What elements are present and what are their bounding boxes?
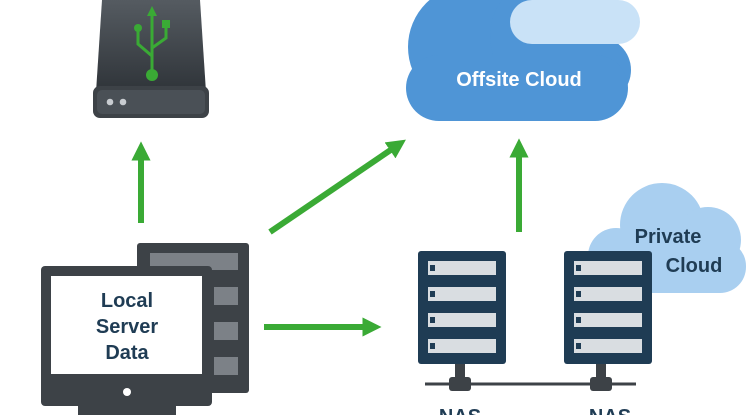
nas-left-label: NAS (439, 406, 481, 415)
nas-right-label: NAS (589, 406, 631, 415)
local-data-label-line1: Local (101, 290, 153, 312)
network-connection (425, 364, 636, 391)
nas-left-server-icon (418, 251, 506, 364)
offsite-cloud-label: Offsite Cloud (456, 69, 582, 91)
offsite-cloud-icon (406, 0, 640, 121)
private-cloud-label-line1: Private (635, 226, 702, 248)
usb-symbol-icon (136, 12, 168, 74)
usb-drive-icon (93, 0, 209, 118)
desktop-computer-icon (41, 243, 249, 415)
arrow-to-offsite-cloud (268, 139, 406, 235)
local-data-label-line3: Data (105, 342, 149, 364)
monitor-screen (51, 276, 202, 374)
nas-right-server-icon (564, 251, 652, 364)
private-cloud-label-line2: Cloud (666, 255, 723, 277)
local-data-label-line2: Server (96, 316, 158, 338)
